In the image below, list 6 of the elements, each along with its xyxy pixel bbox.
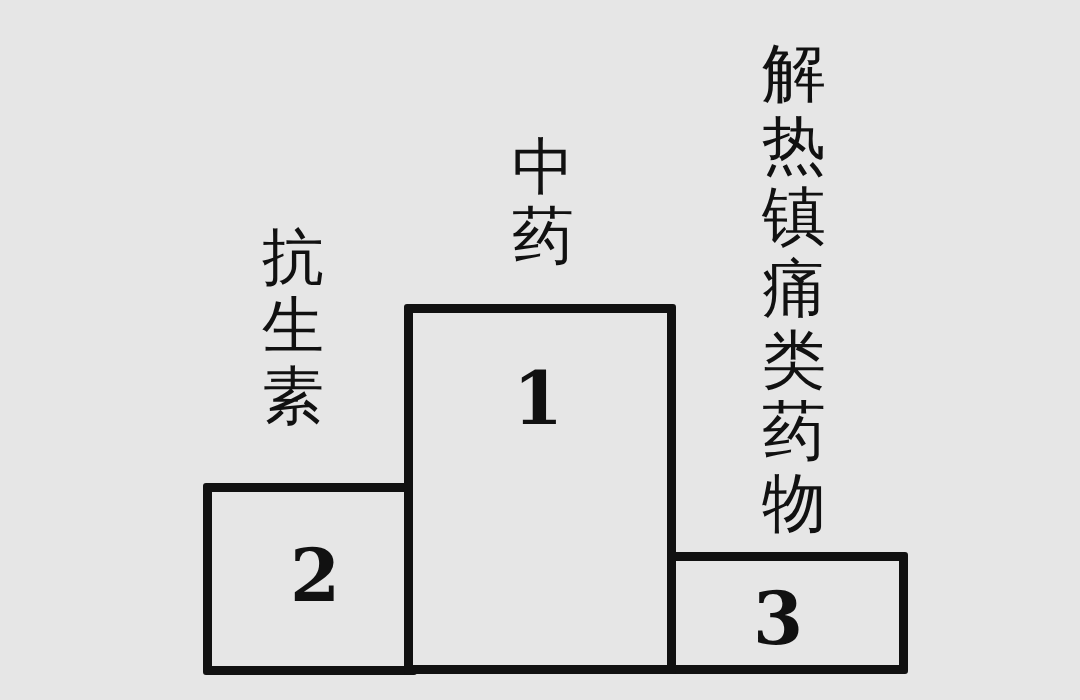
rank-number: 3 [753,583,804,655]
podium-heading: 中药 [512,132,574,271]
rank-number: 2 [290,540,341,612]
podium-heading: 解热镇痛类药物 [762,38,826,540]
podium-heading: 抗生素 [262,222,324,431]
rank-number: 1 [513,363,564,435]
